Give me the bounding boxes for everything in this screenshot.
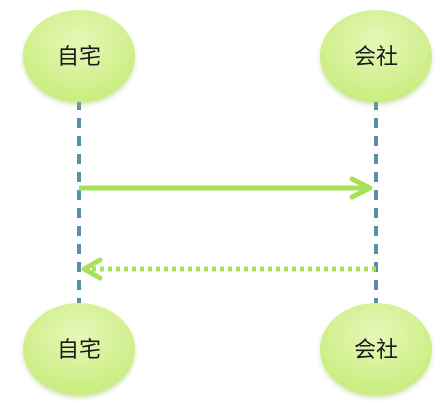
participant-office-bottom: 会社 xyxy=(320,303,432,395)
participant-label: 会社 xyxy=(354,338,398,363)
message-home-to-office xyxy=(79,176,373,200)
participant-label: 会社 xyxy=(354,45,398,70)
participant-home-bottom: 自宅 xyxy=(23,303,135,395)
arrowhead-right-icon xyxy=(349,176,373,200)
participant-label: 自宅 xyxy=(57,45,101,70)
participant-home-top: 自宅 xyxy=(23,10,135,102)
arrowhead-left-icon xyxy=(81,257,103,281)
participant-office-top: 会社 xyxy=(320,10,432,102)
message-office-to-home xyxy=(81,257,376,281)
participant-label: 自宅 xyxy=(57,338,101,363)
